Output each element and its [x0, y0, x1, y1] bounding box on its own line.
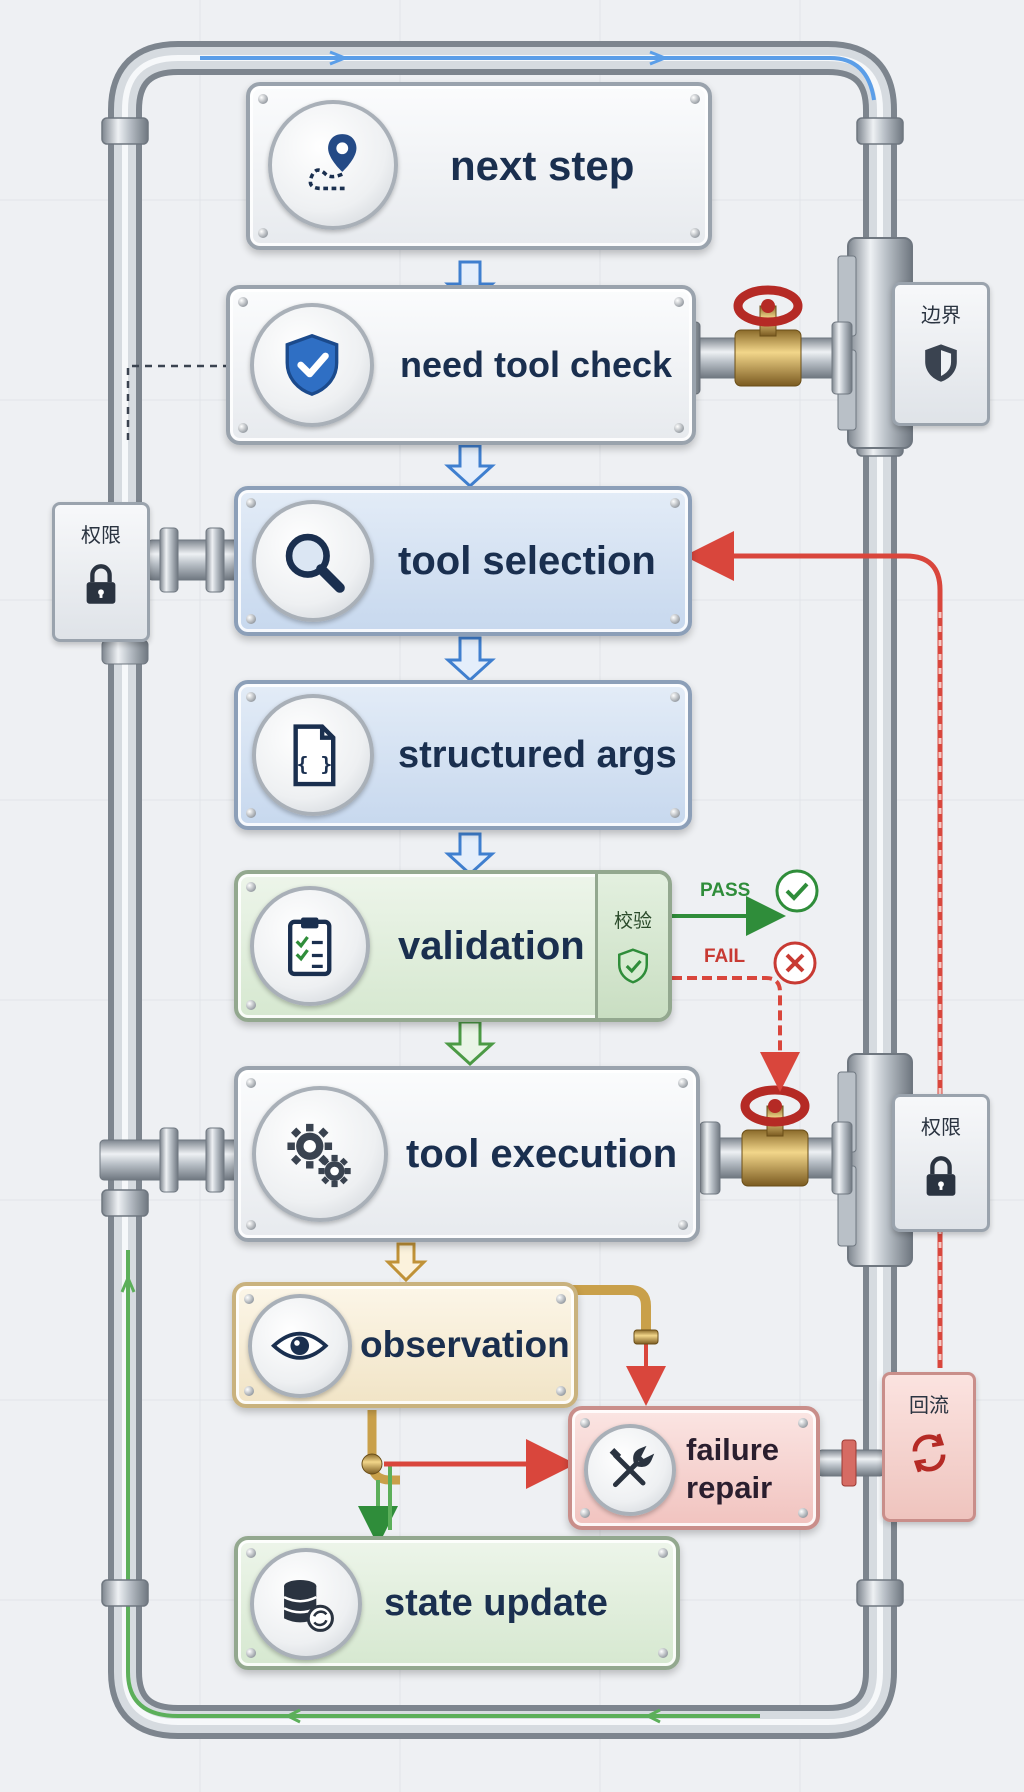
step-failure-repair[interactable]: failure repair [568, 1406, 820, 1530]
step-next-step[interactable]: next step [246, 82, 712, 250]
wrench-screwdriver-icon [584, 1424, 676, 1516]
step-tool-execution[interactable]: tool execution [234, 1066, 700, 1242]
step-tool-selection[interactable]: tool selection [234, 486, 692, 636]
eye-icon [248, 1294, 352, 1398]
boundary-tag: 边界 [921, 303, 961, 327]
fail-tag: FAIL [704, 946, 746, 967]
step-validation[interactable]: validation 校验 [234, 870, 672, 1022]
shield-icon [925, 344, 957, 382]
pass-check-icon [775, 869, 819, 913]
permission-tag-right: 权限 [921, 1115, 961, 1139]
step-state-update[interactable]: state update [234, 1536, 680, 1670]
step-label: tool selection [398, 538, 656, 583]
left-permission-pipe [147, 527, 239, 593]
dashed-check-connector [126, 364, 240, 440]
shield-check-icon [250, 303, 374, 427]
flow-arrow-gold [384, 1242, 428, 1283]
validate-side-tab: 校验 [595, 874, 668, 1018]
clipboard-checklist-icon [250, 886, 370, 1006]
permission-box-left: 权限 [52, 502, 150, 642]
svg-text:{ }: { } [296, 752, 332, 775]
boundary-box: 边界 [892, 282, 990, 426]
top-blue-flow [200, 56, 876, 101]
failure-repair-label-line1: failure [686, 1432, 780, 1467]
step-need-tool-check[interactable]: need tool check [226, 285, 696, 445]
padlock-icon [86, 564, 116, 604]
step-label: need tool check [400, 344, 673, 385]
failure-repair-label-line2: repair [686, 1470, 773, 1505]
green-return-flow [126, 1250, 760, 1718]
fail-x-icon [773, 941, 817, 985]
permission-tag-left: 权限 [81, 523, 121, 547]
step-label: structured args [398, 733, 677, 776]
red-return-arrow [684, 531, 943, 1368]
lower-valve-assembly [699, 1085, 853, 1195]
fail-arrow [672, 976, 800, 1092]
step-structured-args[interactable]: { } structured args [234, 680, 692, 830]
backflow-box: 回流 [882, 1372, 976, 1522]
magnifier-icon [252, 500, 374, 622]
step-label: tool execution [406, 1131, 678, 1176]
code-document-icon: { } [252, 694, 374, 816]
step-observation[interactable]: observation [232, 1282, 578, 1408]
padlock-icon [926, 1156, 956, 1196]
flow-arrow-green [444, 1020, 496, 1067]
cycle-arrows-icon [912, 1433, 946, 1473]
database-sync-icon [250, 1548, 362, 1660]
map-route-pin-icon [268, 100, 398, 230]
permission-box-right: 权限 [892, 1094, 990, 1232]
backflow-tag: 回流 [909, 1393, 949, 1417]
upper-valve-assembly [679, 285, 853, 395]
shield-check-icon [618, 948, 648, 984]
step-label: observation [360, 1324, 570, 1365]
step-label: next step [450, 142, 635, 189]
gold-observation-pipe [570, 1285, 651, 1340]
gears-icon [252, 1086, 388, 1222]
step-label: validation [398, 923, 585, 968]
pass-tag: PASS [700, 880, 751, 901]
step-label: state update [384, 1581, 608, 1624]
validate-tag: 校验 [613, 910, 652, 932]
